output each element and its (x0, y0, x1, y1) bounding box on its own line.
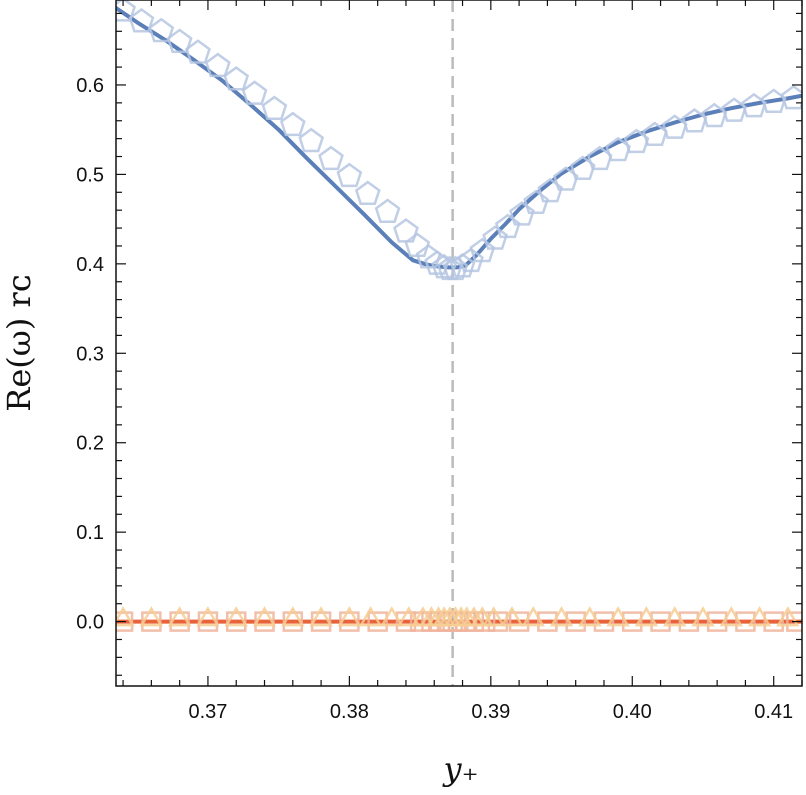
triangle-marker (747, 606, 772, 627)
pentagon-marker (449, 252, 476, 278)
square-marker (367, 611, 388, 632)
square-marker (678, 611, 700, 632)
triangle-marker (691, 606, 715, 627)
pentagon-marker (298, 127, 325, 153)
pentagon-marker (393, 218, 419, 243)
square-marker (622, 611, 643, 632)
pentagon-marker (128, 7, 155, 33)
triangle-marker (521, 606, 545, 627)
square-marker (786, 611, 802, 632)
square-marker (537, 611, 558, 632)
plot-frame (115, 0, 803, 687)
triangle-marker (281, 606, 305, 627)
y-tick-label: 0.6 (76, 75, 104, 97)
series-line-0 (116, 6, 802, 270)
pentagon-marker (336, 162, 363, 188)
square-marker (339, 611, 360, 632)
square-marker (310, 611, 332, 632)
triangle-marker (500, 606, 524, 627)
triangle-marker (663, 606, 687, 627)
triangle-marker (776, 606, 800, 627)
square-marker (463, 611, 485, 632)
pentagon-marker (354, 180, 381, 206)
triangle-marker (196, 606, 220, 627)
y-tick-label: 0.3 (76, 343, 104, 365)
triangle-marker (358, 606, 383, 627)
square-marker (116, 611, 134, 632)
triangle-marker (224, 606, 248, 627)
square-marker (650, 611, 671, 632)
pentagon-marker (318, 145, 344, 171)
pentagon-marker (509, 201, 535, 226)
triangle-marker (309, 606, 333, 627)
pentagon-marker (148, 17, 175, 43)
triangle-marker (380, 606, 404, 627)
y-tick-label: 0.2 (76, 433, 104, 455)
pentagon-marker (374, 198, 401, 223)
y-tick-label: 0.5 (76, 164, 104, 186)
triangle-marker (606, 606, 630, 627)
x-tick-label: 0.38 (330, 701, 369, 723)
pentagon-marker (469, 237, 496, 263)
pentagon-marker (482, 225, 508, 250)
triangle-marker (397, 606, 421, 627)
square-marker (565, 611, 586, 632)
pentagon-marker (279, 111, 306, 137)
pentagon-marker (261, 95, 288, 121)
square-marker (141, 611, 162, 632)
triangle-marker (139, 606, 164, 627)
y-tick-label: 0.4 (76, 254, 104, 276)
square-marker (254, 611, 275, 632)
square-marker (282, 611, 304, 632)
triangle-marker (470, 606, 495, 627)
plot-area (116, 0, 802, 686)
square-marker (593, 611, 615, 632)
pentagon-marker (537, 177, 564, 203)
pentagon-marker (442, 255, 469, 281)
pentagon-marker (780, 84, 802, 110)
pentagon-marker (204, 52, 231, 78)
pentagon-marker (223, 66, 250, 91)
pentagon-marker (523, 189, 549, 214)
triangle-marker (337, 606, 362, 627)
square-marker (169, 611, 190, 632)
y-axis-title: Re(ω) rᴄ (0, 274, 38, 411)
triangle-marker (549, 606, 574, 627)
square-marker (735, 611, 756, 632)
x-tick-label: 0.39 (471, 701, 510, 723)
axes: 0.37 0.38 0.39 0.40 0.41 0.0 0.1 0.2 0.3 0.4 0.5 0.… (76, 0, 803, 723)
triangle-marker (252, 606, 277, 627)
x-tick-label: 0.41 (754, 701, 793, 723)
triangle-marker (167, 606, 192, 627)
square-marker (706, 611, 728, 632)
x-tick-label: 0.37 (188, 701, 227, 723)
pentagon-marker (116, 0, 136, 22)
square-marker (225, 611, 247, 632)
square-marker (197, 611, 219, 632)
x-axis-title: y₊ (442, 750, 479, 788)
x-tick-label: 0.40 (613, 701, 652, 723)
triangle-marker (634, 606, 659, 627)
triangle-marker (481, 606, 506, 627)
y-tick-label: 0.1 (76, 522, 104, 544)
y-tick-label: 0.0 (76, 612, 104, 634)
pentagon-marker (185, 39, 211, 64)
pentagon-marker (241, 80, 268, 105)
pentagon-marker (494, 213, 521, 239)
triangle-marker (116, 606, 135, 627)
square-marker (508, 611, 530, 632)
square-marker (763, 611, 784, 632)
pentagon-marker (166, 28, 193, 53)
pentagon-marker (458, 247, 484, 273)
triangle-marker (578, 606, 602, 627)
triangle-marker (719, 606, 743, 627)
